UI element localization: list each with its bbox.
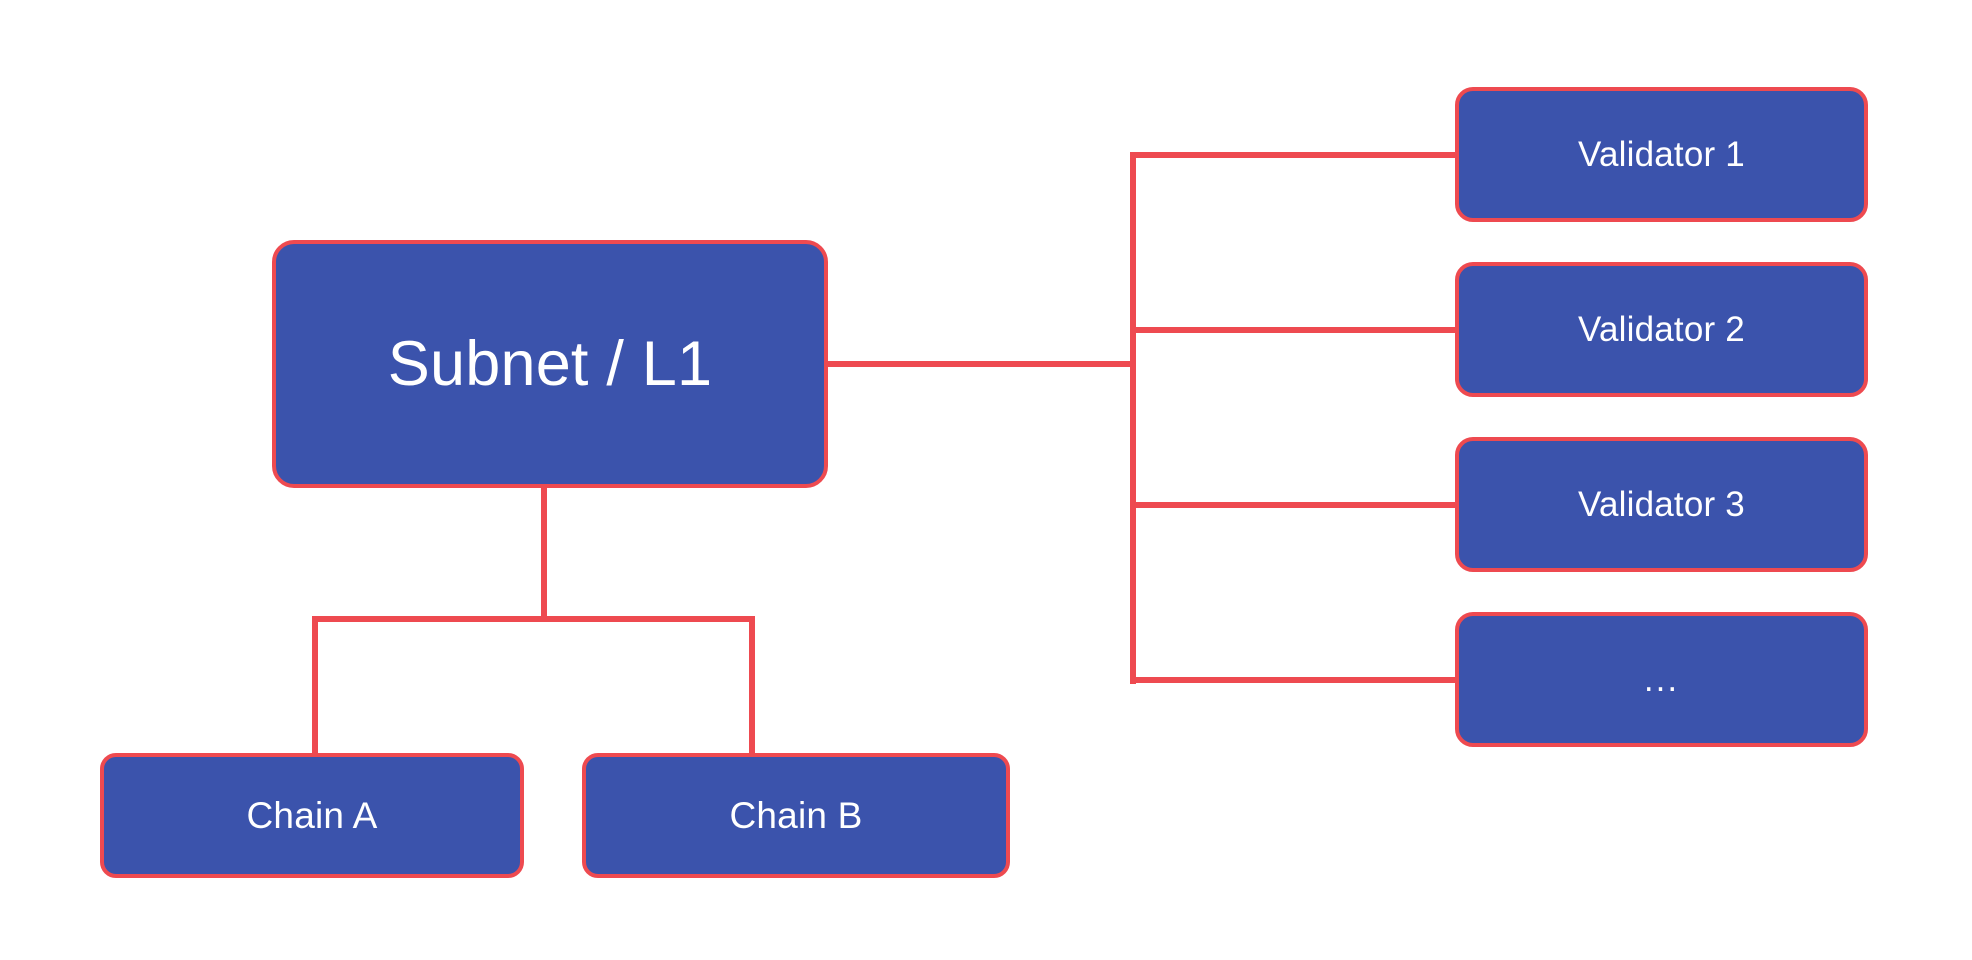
edge-branch-validator-3 (1130, 502, 1457, 508)
edge-validator-trunk (1130, 152, 1136, 684)
node-validator-more[interactable]: ... (1455, 612, 1868, 747)
edge-branch-validator-2 (1130, 327, 1457, 333)
node-chain-b[interactable]: Chain B (582, 753, 1010, 878)
node-chain-a-label: Chain A (246, 795, 378, 836)
node-validator-1-label: Validator 1 (1578, 135, 1745, 174)
node-validator-3[interactable]: Validator 3 (1455, 437, 1868, 572)
edge-branch-validator-more (1130, 677, 1457, 683)
node-validator-2-label: Validator 2 (1578, 310, 1745, 349)
edge-branch-chain-b (749, 616, 755, 756)
edge-subnet-to-validators (827, 361, 1135, 367)
node-validator-1[interactable]: Validator 1 (1455, 87, 1868, 222)
edge-branch-validator-1 (1130, 152, 1457, 158)
edge-subnet-to-chains (541, 486, 547, 622)
node-subnet-l1[interactable]: Subnet / L1 (272, 240, 828, 488)
node-validator-more-label: ... (1643, 660, 1680, 699)
node-validator-3-label: Validator 3 (1578, 485, 1745, 524)
edge-chain-horizontal-bar (312, 616, 755, 622)
edge-branch-chain-a (312, 616, 318, 756)
node-chain-a[interactable]: Chain A (100, 753, 524, 878)
node-validator-2[interactable]: Validator 2 (1455, 262, 1868, 397)
node-subnet-l1-label: Subnet / L1 (387, 328, 713, 399)
node-chain-b-label: Chain B (729, 795, 863, 836)
